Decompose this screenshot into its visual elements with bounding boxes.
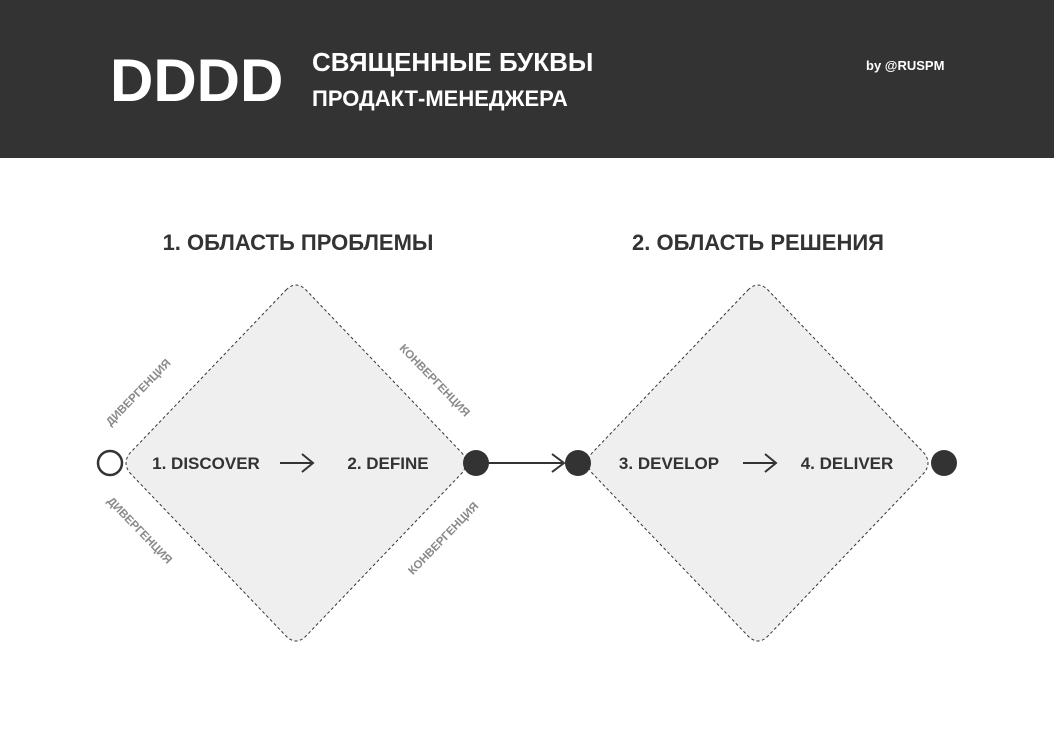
connector-arrowhead-icon: [551, 453, 566, 473]
arrow-right-icon: [280, 453, 315, 473]
phase-label-develop: 3. DEVELOP: [619, 454, 719, 473]
double-diamond-diagram: .t-area { font-family: "Liberation Sans"…: [96, 230, 957, 642]
header-banner: DDDD СВЯЩЕННЫЕ БУКВЫ ПРОДАКТ-МЕНЕДЖЕРА b…: [0, 0, 1054, 158]
phase-label-define: 2. DEFINE: [347, 454, 428, 473]
header-subtitle: СВЯЩЕННЫЕ БУКВЫ ПРОДАКТ-МЕНЕДЖЕРА: [312, 46, 593, 120]
end-node: [931, 450, 957, 476]
byline: by @RUSPM: [866, 58, 945, 73]
phase-label-discover: 1. DISCOVER: [152, 454, 260, 473]
arrow-right-icon: [743, 453, 778, 473]
area-title-solution: 2. ОБЛАСТЬ РЕШЕНИЯ: [632, 230, 884, 255]
phase-label-deliver: 4. DELIVER: [801, 454, 894, 473]
logo-text: DDDD: [110, 47, 284, 114]
area-title-problem: 1. ОБЛАСТЬ ПРОБЛЕМЫ: [163, 230, 434, 255]
start-node: [96, 449, 124, 477]
node-define-end: [463, 450, 489, 476]
node-develop-start: [565, 450, 591, 476]
subtitle-line-2: ПРОДАКТ-МЕНЕДЖЕРА: [312, 86, 568, 111]
subtitle-line-1: СВЯЩЕННЫЕ БУКВЫ: [312, 47, 594, 77]
